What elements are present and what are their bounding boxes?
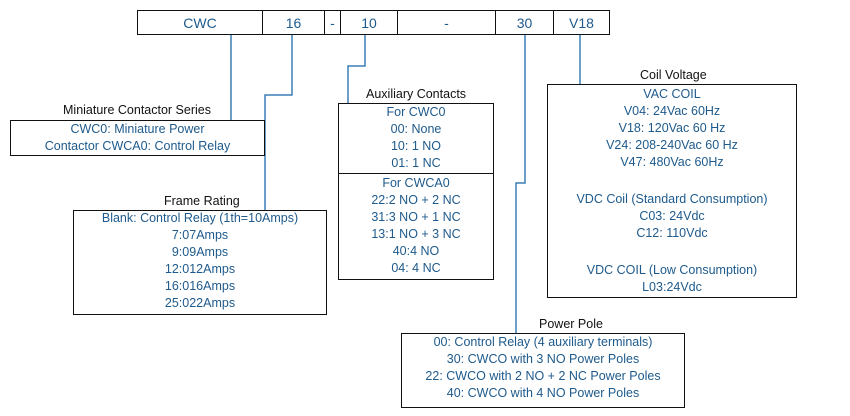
- part-frame-cell: 16: [262, 10, 324, 35]
- aux-cwca0-line: 22:2 NO + 2 NC: [371, 193, 461, 207]
- coil-voltage-line: V04: 24Vac 60Hz: [623, 104, 721, 118]
- auxiliary-contacts-box: For CWC0 00: None 10: 1 NO 01: 1 NC For …: [338, 103, 494, 280]
- aux-cwc0-line: 00: None: [390, 122, 442, 136]
- coil-voltage-line: VDC COIL (Low Consumption): [586, 263, 758, 277]
- aux-cwca0-header: For CWCA0: [382, 176, 450, 190]
- aux-divider: [339, 173, 493, 174]
- aux-cwca0-line: 04: 4 NC: [391, 261, 441, 275]
- frame-rating-box: Blank: Control Relay (1th=10Amps) 7:07Am…: [73, 210, 327, 315]
- coil-voltage-title: Coil Voltage: [640, 68, 707, 82]
- miniature-contactor-box: CWC0: Miniature Power Contactor CWCA0: C…: [10, 120, 265, 156]
- coil-voltage-line: C03: 24Vdc: [639, 209, 705, 223]
- power-pole-title: Power Pole: [539, 317, 603, 331]
- aux-cwca0-line: 31:3 NO + 1 NC: [371, 210, 461, 224]
- miniature-contactor-line: Contactor CWCA0: Control Relay: [44, 139, 231, 153]
- part-series-cell: CWC: [137, 10, 262, 35]
- part-aux-cell: 10: [340, 10, 397, 35]
- part-coil-cell: V18: [553, 10, 610, 35]
- aux-cwc0-line: 01: 1 NC: [391, 156, 441, 170]
- connector-aux: [347, 35, 366, 103]
- aux-cwc0-line: 10: 1 NO: [390, 139, 442, 153]
- frame-rating-line: 9:09Amps: [171, 245, 229, 259]
- power-pole-line: 22: CWCO with 2 NO + 2 NC Power Poles: [425, 369, 661, 383]
- part-dash-cell: -: [397, 10, 495, 35]
- miniature-contactor-line: CWC0: Miniature Power: [70, 122, 205, 136]
- power-pole-line: 00: Control Relay (4 auxiliary terminals…: [433, 335, 653, 349]
- coil-voltage-line: C12: 110Vdc: [636, 226, 708, 240]
- frame-rating-line: 25:022Amps: [164, 296, 236, 310]
- aux-cwc0-header: For CWC0: [386, 105, 446, 119]
- part-dash-cell: -: [324, 10, 340, 35]
- coil-voltage-line: VDC Coil (Standard Consumption): [576, 192, 768, 206]
- aux-cwca0-line: 13:1 NO + 3 NC: [371, 227, 461, 241]
- power-pole-line: 30: CWCO with 3 NO Power Poles: [446, 352, 640, 366]
- coil-voltage-box: VAC COIL V04: 24Vac 60Hz V18: 120Vac 60 …: [547, 84, 797, 298]
- power-pole-box: 00: Control Relay (4 auxiliary terminals…: [401, 333, 685, 408]
- power-pole-line: 40: CWCO with 4 NO Power Poles: [446, 386, 640, 400]
- frame-rating-line: 16:016Amps: [164, 279, 236, 293]
- auxiliary-contacts-title: Auxiliary Contacts: [366, 87, 467, 101]
- coil-voltage-line: V18: 120Vac 60 Hz: [618, 121, 726, 135]
- frame-rating-line: 7:07Amps: [171, 228, 229, 242]
- connector-power: [515, 35, 526, 333]
- aux-cwca0-line: 40:4 NO: [392, 244, 440, 258]
- coil-voltage-line: VAC COIL: [643, 87, 701, 101]
- frame-rating-line: 12:012Amps: [164, 262, 236, 276]
- miniature-contactor-title: Miniature Contactor Series: [63, 103, 211, 117]
- frame-rating-title: Frame Rating: [164, 194, 240, 208]
- coil-voltage-line: L03:24Vdc: [642, 280, 702, 294]
- connector-frame: [264, 35, 293, 210]
- part-power-cell: 30: [495, 10, 553, 35]
- coil-voltage-line: V47: 480Vac 60Hz: [620, 155, 724, 169]
- coil-voltage-line: V24: 208-240Vac 60 Hz: [606, 138, 738, 152]
- frame-rating-line: Blank: Control Relay (1th=10Amps): [101, 211, 299, 225]
